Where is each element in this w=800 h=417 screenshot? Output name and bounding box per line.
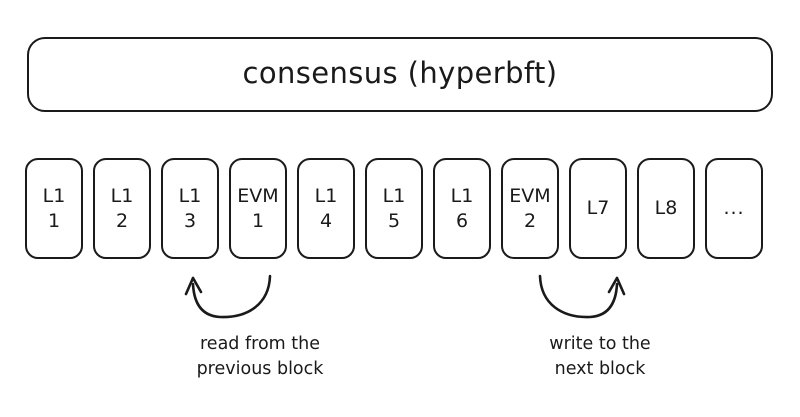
annotation-read-previous-block: read from the previous block xyxy=(150,270,370,410)
block-l8: L8 xyxy=(637,158,695,259)
block-label-secondary: 6 xyxy=(455,209,469,232)
block-label-primary: EVM xyxy=(237,185,279,208)
block-sequence: L1 1 L1 2 L1 3 EVM 1 L1 4 L1 5 L1 6 EVM xyxy=(25,158,775,259)
block-label-secondary: 1 xyxy=(47,209,61,232)
block-l1-3: L1 3 xyxy=(161,158,219,259)
block-label-primary: EVM xyxy=(509,185,551,208)
block-label-secondary: 5 xyxy=(387,209,401,232)
block-label-primary: L1 xyxy=(110,185,134,208)
annotation-write-text: write to the next block xyxy=(490,332,710,383)
block-l1-5: L1 5 xyxy=(365,158,423,259)
block-evm-2: EVM 2 xyxy=(501,158,559,259)
block-label-primary: L1 xyxy=(314,185,338,208)
consensus-banner-label: consensus (hyperbft) xyxy=(242,56,558,90)
consensus-banner: consensus (hyperbft) xyxy=(27,37,773,112)
block-label-secondary: 4 xyxy=(319,209,333,232)
annotation-write-next-block: write to the next block xyxy=(490,270,710,410)
block-l1-2: L1 2 xyxy=(93,158,151,259)
annotation-read-line1: read from the xyxy=(200,334,320,354)
annotation-read-line2: previous block xyxy=(196,359,324,380)
curved-arrow-up-right-icon xyxy=(538,274,626,319)
block-label-primary: L8 xyxy=(654,197,678,220)
curved-arrow-up-left-icon xyxy=(184,274,272,319)
annotation-write-line1: write to the xyxy=(549,334,651,354)
block-evm-1: EVM 1 xyxy=(229,158,287,259)
block-label-secondary: 3 xyxy=(183,209,197,232)
block-label-primary: L1 xyxy=(450,185,474,208)
block-label-primary: L1 xyxy=(382,185,406,208)
block-label-primary: L7 xyxy=(586,197,610,220)
block-label-primary: L1 xyxy=(42,185,66,208)
annotation-read-text: read from the previous block xyxy=(150,332,370,383)
block-more: ... xyxy=(705,158,763,259)
block-label-primary: ... xyxy=(723,197,745,220)
block-l1-1: L1 1 xyxy=(25,158,83,259)
block-l1-4: L1 4 xyxy=(297,158,355,259)
block-label-primary: L1 xyxy=(178,185,202,208)
block-label-secondary: 2 xyxy=(523,209,537,232)
block-l7: L7 xyxy=(569,158,627,259)
annotation-write-line2: next block xyxy=(554,359,646,380)
block-label-secondary: 2 xyxy=(115,209,129,232)
block-l1-6: L1 6 xyxy=(433,158,491,259)
block-label-secondary: 1 xyxy=(251,209,265,232)
